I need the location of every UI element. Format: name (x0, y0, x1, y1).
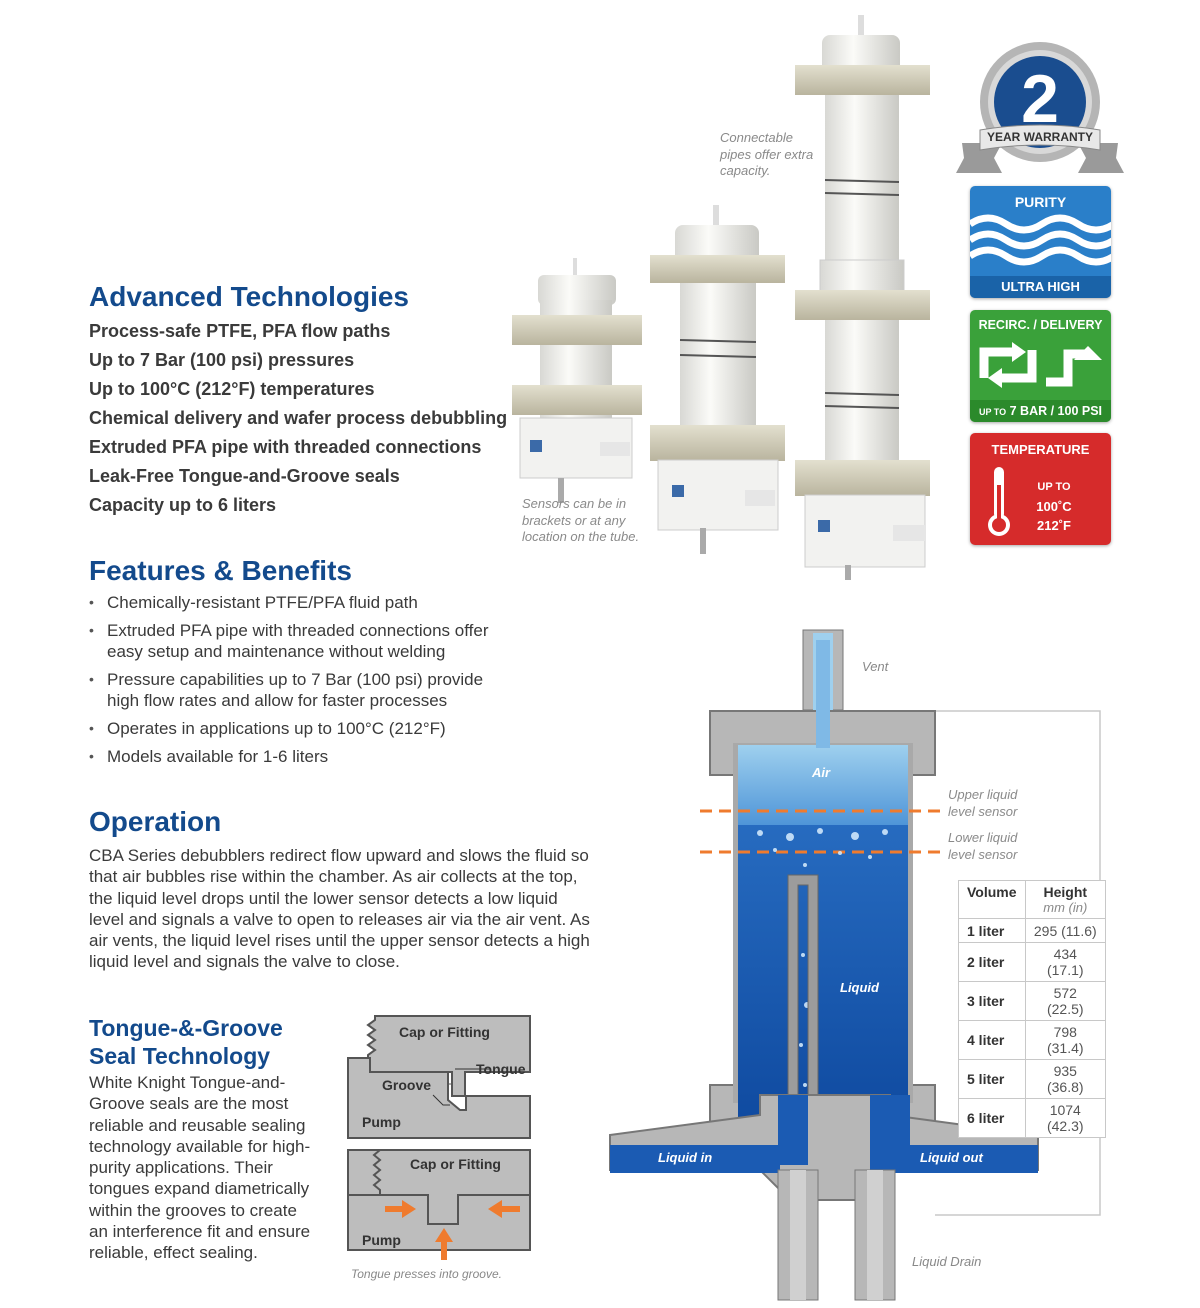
list-item: Process-safe PTFE, PFA flow paths (89, 321, 391, 341)
recirc-bottom-label: UP TO 7 BAR / 100 PSI (970, 400, 1111, 422)
bubbles (757, 828, 888, 1087)
cap-bottom-block (347, 1149, 531, 1260)
height-header: Height (1043, 884, 1088, 900)
temp-values: UP TO 100˚C 212˚F (1024, 478, 1084, 535)
height-unit: mm (in) (1043, 900, 1088, 915)
lower-sensor-label: Lower liquid level sensor (948, 830, 1018, 862)
height-cell: 935 (36.8) (1024, 1059, 1107, 1099)
volume-cell: 6 liter (958, 1098, 1026, 1138)
debubbler-tall (795, 15, 930, 580)
cap-label: Cap or Fitting (410, 1156, 501, 1172)
tongue-label: Tongue (476, 1061, 526, 1077)
right-arrow-icon (385, 1200, 416, 1218)
liquid-out-label: Liquid out (920, 1150, 983, 1165)
list-item: Chemical delivery and wafer process debu… (89, 408, 508, 428)
list-item: Capacity up to 6 liters (89, 495, 277, 515)
warranty-number: 2 (1021, 61, 1059, 137)
list-item: Operates in applications up to 100°C (21… (89, 718, 519, 739)
recirculate-arrows-icon (979, 342, 1102, 388)
list-item: Models available for 1-6 liters (89, 746, 519, 767)
operation-text: CBA Series debubblers redirect flow upwa… (89, 846, 590, 972)
pump-label: Pump (362, 1114, 401, 1130)
height-cell: 295 (11.6) (1024, 918, 1107, 943)
temp-line: UP TO (1037, 481, 1071, 493)
advanced-technologies-title: Advanced Technologies (89, 281, 409, 312)
height-cell: 434 (17.1) (1024, 942, 1107, 982)
thermometer-icon (988, 467, 1010, 536)
recirc-top-label: RECIRC. / DELIVERY (978, 318, 1103, 332)
purity-top-label: PURITY (1014, 194, 1067, 210)
air-label: Air (811, 765, 831, 780)
height-cell: 798 (31.4) (1024, 1020, 1107, 1060)
column-header: Volume (958, 880, 1026, 919)
temperature-badge: TEMPERATURE UP TO 100˚C 212˚F (970, 433, 1111, 545)
operation-title: Operation (89, 806, 222, 837)
list-item: Chemically-resistant PTFE/PFA fluid path (89, 592, 519, 613)
connectable-caption: Connectable pipes offer extra capacity. (720, 130, 814, 178)
list-item: Pressure capabilities up to 7 Bar (100 p… (89, 669, 519, 711)
temp-line: 100˚C (1036, 499, 1072, 514)
cutaway-diagram: Vent Air Liquid Liquid in Liquid out Liq… (609, 629, 1101, 1301)
advanced-technologies-list: Process-safe PTFE, PFA flow paths Up to … (89, 317, 509, 520)
features-benefits-list: Chemically-resistant PTFE/PFA fluid path… (89, 592, 519, 774)
diagram-caption: Tongue presses into groove. (351, 1267, 502, 1281)
cap-top-block (347, 1015, 531, 1139)
warranty-seal-icon: 2 YEAR WARRANTY (956, 42, 1124, 173)
column-header: Height mm (in) (1024, 880, 1107, 919)
liquid-in-label: Liquid in (658, 1150, 712, 1165)
waves-icon (970, 214, 1111, 266)
list-item: Extruded PFA pipe with threaded connecti… (89, 620, 519, 662)
volume-cell: 4 liter (958, 1020, 1026, 1060)
liquid-drain-label: Liquid Drain (912, 1254, 981, 1269)
volume-cell: 2 liter (958, 942, 1026, 982)
recirc-bottom-value: 7 BAR / 100 PSI (1009, 404, 1103, 418)
left-arrow-icon (488, 1200, 520, 1218)
list-item: Up to 100°C (212°F) temperatures (89, 379, 375, 399)
tongue-groove-text: White Knight Tongue-and-Groove seals are… (89, 1073, 311, 1263)
list-item: Up to 7 Bar (100 psi) pressures (89, 350, 355, 370)
height-cell: 1074 (42.3) (1024, 1098, 1107, 1138)
purity-bottom-label: ULTRA HIGH (970, 276, 1111, 298)
debubbler-medium (650, 205, 785, 554)
title-line: Seal Technology (89, 1043, 271, 1069)
sensors-caption: Sensors can be in brackets or at any loc… (522, 496, 640, 544)
purity-badge: PURITY ULTRA HIGH (970, 186, 1111, 298)
groove-label: Groove (382, 1077, 431, 1093)
recirc-badge: RECIRC. / DELIVERY UP TO 7 BAR / 100 PSI (970, 310, 1111, 422)
up-arrow-icon (435, 1228, 453, 1260)
recirc-bottom-prefix: UP TO (978, 407, 1007, 417)
vent-label: Vent (862, 659, 890, 674)
tongue-groove-diagram: Cap or Fitting Tongue Groove Pump Cap or… (347, 1015, 531, 1281)
cap-label: Cap or Fitting (399, 1024, 490, 1040)
warranty-text: YEAR WARRANTY (987, 130, 1093, 144)
pump-label: Pump (362, 1232, 401, 1248)
list-item: Extruded PFA pipe with threaded connecti… (89, 437, 482, 457)
volume-cell: 5 liter (958, 1059, 1026, 1099)
temp-line: 212˚F (1037, 518, 1071, 533)
liquid-label: Liquid (840, 980, 880, 995)
list-item: Leak-Free Tongue-and-Groove seals (89, 466, 400, 486)
height-cell: 572 (22.5) (1024, 981, 1107, 1021)
tongue-groove-title: Tongue-&-Groove Seal Technology (89, 1014, 283, 1070)
volume-cell: 1 liter (958, 918, 1026, 943)
temp-top-label: TEMPERATURE (991, 442, 1090, 457)
title-line: Tongue-&-Groove (89, 1015, 283, 1041)
debubbler-small (512, 258, 642, 503)
features-benefits-title: Features & Benefits (89, 555, 352, 586)
upper-sensor-label: Upper liquid level sensor (948, 787, 1018, 819)
volume-cell: 3 liter (958, 981, 1026, 1021)
product-photo (512, 15, 930, 580)
